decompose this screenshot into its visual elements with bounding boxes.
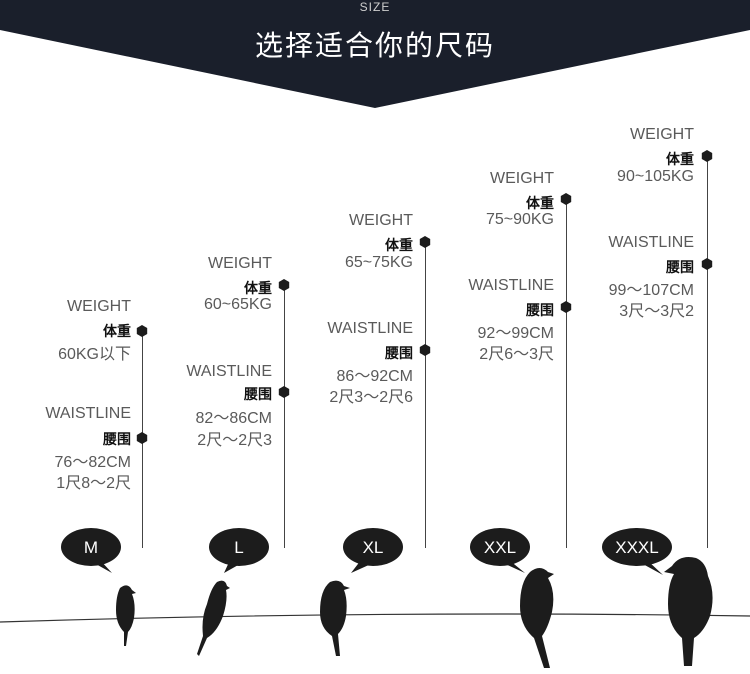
weight-label-en: WEIGHT xyxy=(630,126,694,143)
waist-chi: 2尺3～2尺6 xyxy=(329,389,413,406)
size-line xyxy=(425,242,426,548)
weight-label-cn: 体重 xyxy=(666,151,694,167)
waist-cm: 92～99CM xyxy=(477,325,554,342)
waist-label-en: WAISTLINE xyxy=(327,320,413,337)
weight-label-cn: 体重 xyxy=(385,237,413,253)
waist-chi: 2尺6～3尺 xyxy=(479,346,554,363)
waist-cm: 76～82CM xyxy=(54,454,131,471)
waist-label-cn: 腰围 xyxy=(244,386,272,402)
waist-label-en: WAISTLINE xyxy=(468,277,554,294)
size-line xyxy=(566,199,567,548)
hexagon-marker-icon xyxy=(278,386,290,398)
size-label-xxl: XXL xyxy=(483,538,517,557)
weight-label-en: WEIGHT xyxy=(490,170,554,187)
weight-label-en: WEIGHT xyxy=(208,255,272,272)
weight-label-en: WEIGHT xyxy=(67,298,131,315)
hexagon-marker-icon xyxy=(136,325,148,337)
waist-label-en: WAISTLINE xyxy=(608,234,694,251)
waist-cm: 82～86CM xyxy=(195,410,272,427)
size-line xyxy=(284,285,285,548)
bird-icon xyxy=(520,568,554,668)
hexagon-marker-icon xyxy=(701,150,713,162)
waist-label-cn: 腰围 xyxy=(666,259,694,275)
hexagon-marker-icon xyxy=(560,193,572,205)
size-label-l: L xyxy=(234,538,244,557)
weight-value: 60~65KG xyxy=(203,296,272,313)
weight-value: 65~75KG xyxy=(344,254,413,271)
weight-value: 90~105KG xyxy=(617,168,694,185)
waist-label-cn: 腰围 xyxy=(526,302,554,318)
waist-label-cn: 腰围 xyxy=(103,431,131,447)
hexagon-marker-icon xyxy=(278,279,290,291)
hexagon-marker-icon xyxy=(560,301,572,313)
hexagon-marker-icon xyxy=(136,432,148,444)
size-label-xl: XL xyxy=(362,538,384,557)
page-title: 选择适合你的尺码 xyxy=(254,30,495,61)
bird-icon xyxy=(320,580,350,656)
weight-value: 60KG以下 xyxy=(58,346,131,363)
waist-cm: 86～92CM xyxy=(336,368,413,385)
hexagon-marker-icon xyxy=(701,258,713,270)
weight-label-en: WEIGHT xyxy=(349,212,413,229)
banner-shape xyxy=(0,0,750,108)
speech-bubble-icon xyxy=(343,528,403,573)
hexagon-marker-icon xyxy=(419,236,431,248)
speech-bubble-icon xyxy=(209,528,269,573)
waist-chi: 3尺～3尺2 xyxy=(619,303,694,320)
bird-icon xyxy=(116,585,136,646)
size-label: SIZE xyxy=(359,0,391,14)
speech-bubble-icon xyxy=(470,528,530,573)
waist-chi: 2尺～2尺3 xyxy=(197,432,272,449)
speech-bubble-icon xyxy=(602,528,672,575)
bird-icon xyxy=(664,557,713,666)
waist-label-cn: 腰围 xyxy=(385,345,413,361)
waist-chi: 1尺8～2尺 xyxy=(56,475,131,492)
size-label-xxxl: XXXL xyxy=(615,538,659,557)
waist-cm: 99～107CM xyxy=(608,282,694,299)
weight-value: 75~90KG xyxy=(485,211,554,228)
weight-label-cn: 体重 xyxy=(526,195,554,211)
waist-label-en: WAISTLINE xyxy=(186,363,272,380)
hexagon-marker-icon xyxy=(419,344,431,356)
wire-line xyxy=(0,613,750,623)
size-label-m: M xyxy=(83,538,99,557)
bird-icon xyxy=(197,580,230,656)
weight-label-cn: 体重 xyxy=(244,280,272,296)
speech-bubble-icon xyxy=(61,528,121,573)
size-line xyxy=(707,156,708,548)
waist-label-en: WAISTLINE xyxy=(45,405,131,422)
weight-label-cn: 体重 xyxy=(103,323,131,339)
